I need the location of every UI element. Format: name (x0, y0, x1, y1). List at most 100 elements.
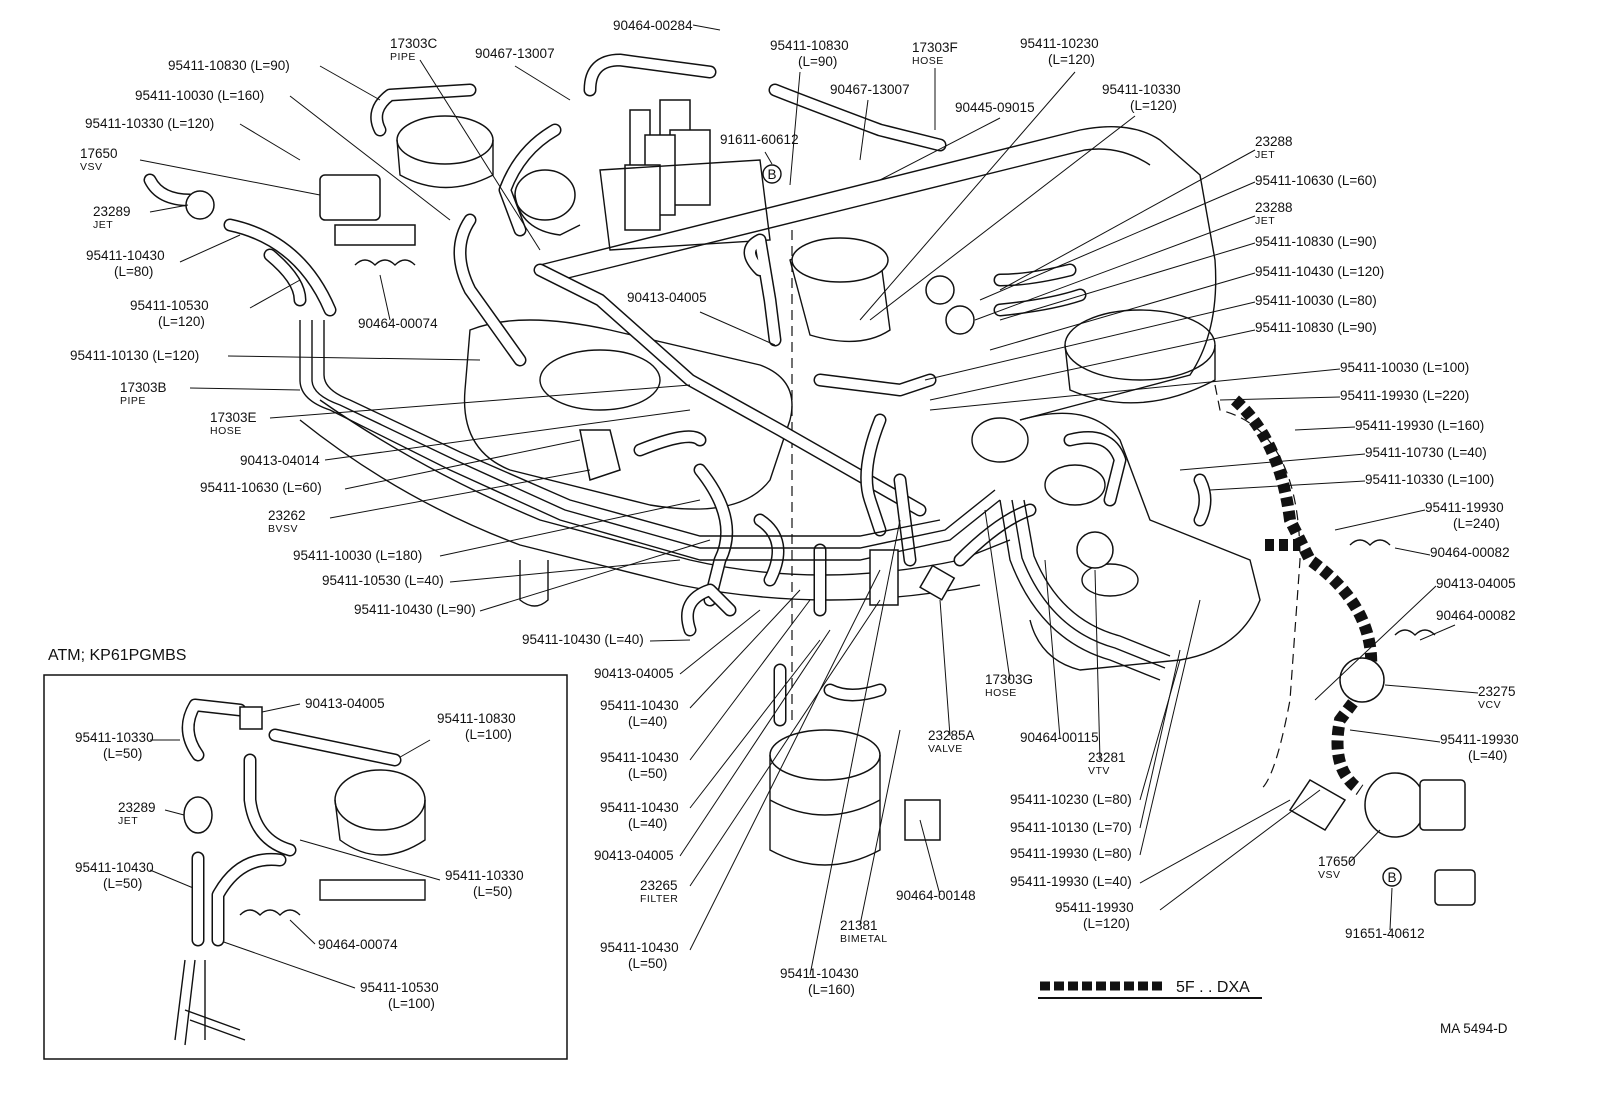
part-label-p95411_10430_h: 95411-10430 (600, 940, 679, 955)
part-label-p95411_10430_e: 95411-10430 (600, 698, 679, 713)
part-label-i95411_10830: 95411-10830 (437, 711, 516, 726)
leader-line-p95411_10030_c (929, 368, 1341, 411)
part-label-p95411_19930_f: 95411-19930 (L=40) (1010, 874, 1132, 889)
vacuum-hoses (143, 53, 1212, 727)
leader-line-p90464_00082_b (1419, 624, 1456, 641)
part-label-p23265: 23265 (640, 878, 678, 893)
part-label-p23281: 23281 (1088, 750, 1126, 765)
part-label-p17650_a: 17650 (80, 146, 118, 161)
leader-line-p95411_19930_d (1349, 729, 1441, 743)
part-label-p23262: 23262 (268, 508, 306, 523)
leader-line-p90467_13007_b (859, 99, 869, 161)
leader-line-p90464_00148 (919, 819, 941, 896)
part-sublabel-p95411_10430_f: (L=50) (628, 766, 667, 781)
leader-line-p17650_a (139, 159, 321, 196)
part-label-p21381: 21381 (840, 918, 878, 933)
part-label-p95411_19930_e: 95411-19930 (L=80) (1010, 846, 1132, 861)
leader-line-i95411_10530 (217, 939, 356, 989)
leader-line-p17303G (984, 509, 1011, 681)
part-sublabel-p23285A: VALVE (928, 743, 963, 755)
part-label-p17303G: 17303G (985, 672, 1033, 687)
part-sublabel-p17303F: HOSE (912, 55, 944, 67)
part-label-p95411_10530_b: 95411-10530 (L=40) (322, 573, 444, 588)
part-label-p95411_10030_d: 95411-10030 (L=180) (293, 548, 422, 563)
part-label-p95411_10430_i: 95411-10430 (780, 966, 859, 981)
part-label-p95411_10030_c: 95411-10030 (L=100) (1340, 360, 1469, 375)
part-sublabel-p23275: VCV (1478, 699, 1501, 711)
part-sublabel-p21381: BIMETAL (840, 933, 888, 945)
leader-line-p95411_10230_b (1139, 659, 1181, 801)
dxa-dashed-hoses (1214, 384, 1378, 795)
part-sublabel-p95411_10430_e: (L=40) (628, 714, 667, 729)
leader-line-p23281 (1094, 569, 1101, 761)
part-label-p90413_04005_c: 90413-04005 (594, 666, 674, 681)
inset-frame (43, 674, 568, 1060)
part-label-p95411_10730: 95411-10730 (L=40) (1365, 445, 1487, 460)
leader-line-p91651_40612 (1389, 887, 1393, 931)
leader-line-p95411_10430_a (179, 234, 241, 263)
engine-outline (299, 99, 1261, 866)
part-label-p90413_04014: 90413-04014 (240, 453, 320, 468)
part-label-p95411_10230_b: 95411-10230 (L=80) (1010, 792, 1132, 807)
part-label-p17303F: 17303F (912, 40, 958, 55)
leader-line-p95411_10530_a (249, 279, 301, 309)
b-marker-lower: B (1387, 870, 1396, 885)
part-label-p90467_13007_b: 90467-13007 (830, 82, 910, 97)
leader-line-p95411_10430_f (689, 599, 811, 761)
part-label-p90464_00082_b: 90464-00082 (1436, 608, 1516, 623)
leader-line-p95411_19930_f (1139, 799, 1291, 884)
part-label-p23289_a: 23289 (93, 204, 131, 219)
leader-line-p95411_10130_a (227, 355, 481, 361)
leader-line-p95411_10430_i (809, 519, 901, 976)
leader-line-p90413_04005_d (679, 629, 831, 857)
leader-line-p90445_09015 (879, 117, 1001, 181)
part-sublabel-p23288_a: JET (1255, 149, 1275, 161)
leader-line-p23288_a (999, 149, 1256, 291)
leader-line-p90413_04005_c (679, 609, 761, 675)
legend-text: 5F . . DXA (1176, 979, 1250, 996)
part-label-p90467_13007_a: 90467-13007 (475, 46, 555, 61)
part-sublabel-p17650_a: VSV (80, 161, 103, 173)
leader-line-p95411_19930_a (1219, 396, 1341, 401)
part-label-p95411_10830_a: 95411-10830 (L=90) (168, 58, 290, 73)
leader-line-p23289_a (149, 204, 189, 213)
leader-line-p95411_19930_e (1139, 599, 1201, 856)
leader-line-i90464_00074 (289, 919, 316, 945)
part-label-p95411_10330_b: 95411-10330 (L=120) (85, 116, 214, 131)
leader-line-p95411_10830_c (999, 242, 1256, 321)
part-sublabel-p17650_b: VSV (1318, 869, 1341, 881)
part-label-p95411_10530_a: 95411-10530 (130, 298, 209, 313)
part-sublabel-p17303G: HOSE (985, 687, 1017, 699)
leader-line-p91611_60612 (764, 151, 773, 165)
leader-line-i23289 (164, 809, 185, 816)
leader-line-p17303E (269, 384, 691, 419)
part-sublabel-i95411_10330_b: (L=50) (473, 884, 512, 899)
part-sublabel-p95411_10530_a: (L=120) (158, 314, 205, 329)
part-label-p95411_10830_c: 95411-10830 (L=90) (1255, 234, 1377, 249)
part-sublabel-p95411_10430_a: (L=80) (114, 264, 153, 279)
leader-line-p95411_19930_c (1334, 509, 1426, 531)
leader-line-p95411_10630_b (344, 439, 581, 490)
metal-pipes (299, 320, 1171, 681)
leader-line-p90464_00082_a (1394, 547, 1431, 556)
part-label-i95411_10330_b: 95411-10330 (445, 868, 524, 883)
leader-line-p23265 (689, 599, 881, 887)
leader-line-p17303B (189, 387, 301, 391)
part-sublabel-p23281: VTV (1088, 765, 1110, 777)
part-label-p17303E: 17303E (210, 410, 257, 425)
leader-line-p95411_10430_d (649, 639, 691, 642)
part-label-p95411_10430_d: 95411-10430 (L=40) (522, 632, 644, 647)
leader-line-i95411_10430 (149, 869, 199, 891)
part-label-p23288_b: 23288 (1255, 200, 1293, 215)
components: B B (185, 164, 1476, 906)
part-label-p17303B: 17303B (120, 380, 167, 395)
leader-line-p90467_13007_a (514, 65, 571, 101)
part-label-p95411_10130_b: 95411-10130 (L=70) (1010, 820, 1132, 835)
reference-code: MA 5494-D (1440, 1021, 1508, 1036)
leader-line-p95411_10330_b (239, 123, 301, 161)
part-label-p91651_40612: 91651-40612 (1345, 926, 1425, 941)
part-label-p23285A: 23285A (928, 728, 975, 743)
leader-line-p90464_00074_a (379, 274, 391, 321)
b-marker-upper: B (767, 167, 776, 182)
